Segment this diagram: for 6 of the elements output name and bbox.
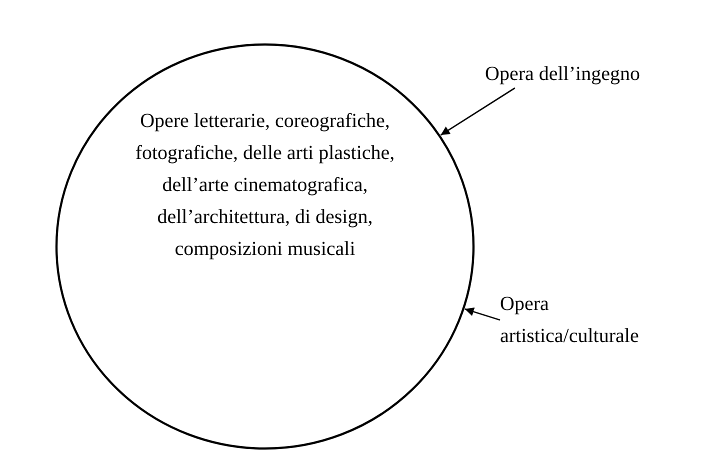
arrow: [440, 87, 516, 136]
circle-text: Opere letterarie, coreografiche, fotografiche, delle arti plastiche, dell’arte cinematografica, dell’architettura, di design, composizioni musicali: [134, 109, 396, 262]
arrow: [464, 307, 500, 321]
category-label: Opera dell’ingegno: [485, 62, 641, 87]
content-circle: [55, 43, 475, 450]
category-label: Opera artistica/culturale: [500, 292, 640, 349]
